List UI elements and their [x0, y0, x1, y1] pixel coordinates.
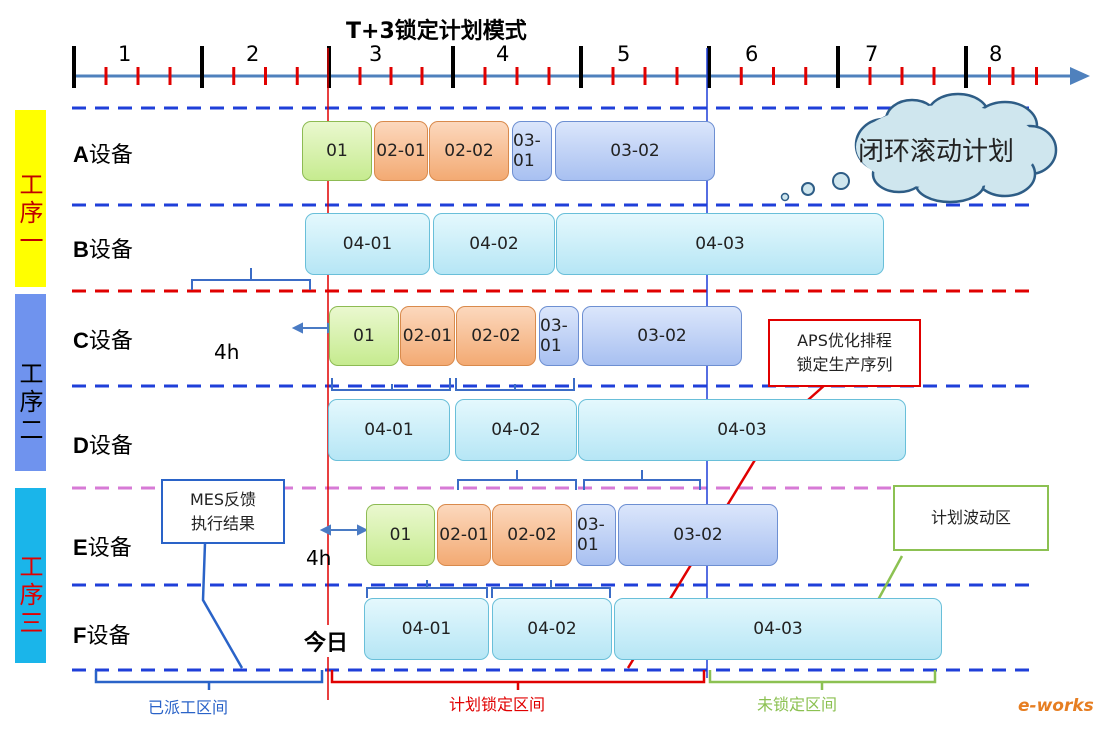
e-to-f-bracket: [491, 580, 611, 598]
mes-line-1: MES反馈: [189, 489, 257, 509]
aps-line-1: APS优化排程: [797, 331, 892, 350]
four-h-label: 4h: [306, 546, 332, 570]
device-label-f: F设备: [73, 623, 131, 649]
task-f-04-03: 04-03: [614, 598, 942, 660]
c-to-d-bracket: [331, 378, 451, 391]
task-c-03-01: 03-01: [539, 306, 579, 366]
locked-range-bracket: [330, 670, 706, 690]
mes-callout: MES反馈执行结果: [161, 479, 285, 544]
aps-callout: APS优化排程锁定生产序列: [768, 319, 921, 387]
cloud-bubble: [780, 192, 790, 202]
timeline-label: 8: [989, 42, 1003, 66]
device-label-d: D设备: [73, 433, 133, 459]
timeline-label: 6: [745, 42, 759, 66]
task-a-01: 01: [302, 121, 372, 181]
device-label-e: E设备: [73, 535, 132, 561]
task-f-04-01: 04-01: [364, 598, 489, 660]
task-a-02-02: 02-02: [429, 121, 509, 181]
task-e-02-01: 02-01: [437, 504, 491, 566]
task-e-03-01: 03-01: [576, 504, 616, 566]
task-c-01: 01: [329, 306, 399, 366]
today-label: 今日: [304, 625, 349, 657]
mes-line-2: 执行结果: [190, 513, 255, 533]
task-e-03-02: 03-02: [618, 504, 778, 566]
task-d-04-02: 04-02: [455, 399, 577, 461]
wave-callout: 计划波动区: [893, 485, 1049, 551]
d-to-e-bracket: [457, 470, 577, 490]
timeline-ticks: [72, 46, 1038, 88]
device-label-a: A设备: [73, 142, 133, 168]
task-d-04-03: 04-03: [578, 399, 906, 461]
process-3-bar: 工序三: [15, 488, 46, 663]
cloud-label: 闭环滚动计划: [858, 137, 1015, 167]
four-h-arrow: [319, 524, 369, 536]
timeline-label: 5: [617, 42, 631, 66]
locked-range-label: 计划锁定区间: [449, 695, 546, 714]
task-c-02-01: 02-01: [400, 306, 455, 366]
task-c-02-02: 02-02: [456, 306, 536, 366]
timeline-arrow: [1070, 67, 1090, 85]
dispatched-range-bracket: [94, 670, 324, 690]
task-b-04-02: 04-02: [433, 213, 555, 275]
cloud-bubble: [832, 172, 850, 190]
task-a-02-01: 02-01: [374, 121, 428, 181]
four-h-label: 4h: [214, 340, 240, 364]
task-b-04-01: 04-01: [305, 213, 430, 275]
cloud-bubble: [801, 182, 815, 196]
eworks-logo: e-works: [1018, 696, 1094, 716]
timeline-label: 1: [118, 42, 132, 66]
mes-callout-pointer: [201, 542, 244, 669]
timeline-label: 2: [246, 42, 260, 66]
task-f-04-02: 04-02: [492, 598, 612, 660]
timeline-label: 3: [369, 42, 383, 66]
task-a-03-01: 03-01: [512, 121, 552, 181]
task-c-03-02: 03-02: [582, 306, 742, 366]
task-e-02-02: 02-02: [492, 504, 572, 566]
dispatched-range-label: 已派工区间: [148, 698, 229, 717]
e-to-f-bracket: [366, 580, 488, 598]
unlocked-range-bracket: [708, 670, 937, 690]
timeline-label: 4: [496, 42, 510, 66]
process-1-bar: 工序一: [15, 110, 46, 287]
c-to-d-bracket: [455, 378, 575, 391]
aps-line-2: 锁定生产序列: [796, 355, 893, 374]
device-label-c: C设备: [73, 328, 133, 354]
device-label-b: B设备: [73, 237, 133, 263]
cloud-fill: [856, 105, 1040, 189]
task-b-04-03: 04-03: [556, 213, 884, 275]
unlocked-range-label: 未锁定区间: [757, 695, 838, 714]
b-to-c-bracket: [191, 268, 311, 290]
wave-callout-pointer: [876, 555, 904, 601]
timeline-label: 7: [865, 42, 879, 66]
d-to-e-bracket: [583, 470, 701, 490]
diagram-title: T+3锁定计划模式: [346, 19, 527, 44]
process-2-bar: 工序二: [15, 294, 46, 471]
task-a-03-02: 03-02: [555, 121, 715, 181]
task-e-01: 01: [366, 504, 435, 566]
task-d-04-01: 04-01: [328, 399, 450, 461]
